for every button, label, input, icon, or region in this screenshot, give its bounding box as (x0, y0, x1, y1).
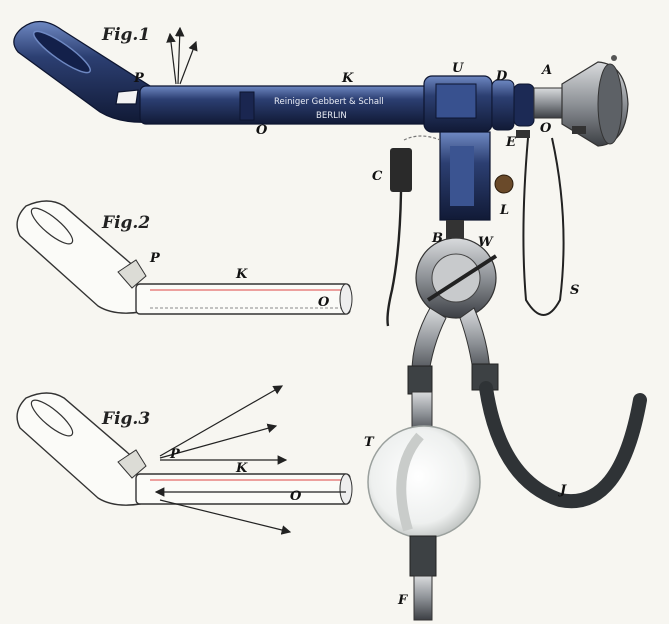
fig3-label-p: P (169, 447, 181, 462)
knob-l (494, 174, 514, 194)
fig1-label-s: S (570, 283, 579, 298)
fig3-prism (117, 449, 147, 479)
maker-city: BERLIN (316, 111, 347, 121)
fig1-label-o2: O (540, 121, 552, 136)
ring-d2 (513, 83, 535, 127)
bulb-t (367, 425, 481, 539)
fig1-label-k: K (341, 71, 354, 86)
cord-s (522, 137, 565, 316)
fig1-label-p: P (133, 71, 145, 86)
fig1-label-l: L (499, 203, 509, 218)
fig1-label-w: W (478, 235, 494, 250)
fig1-label-d: D (495, 69, 508, 84)
fig3-title: Fig.3 (101, 409, 150, 429)
maker-name: Reiniger Gebbert & Schall (274, 97, 384, 107)
shaft-ring (239, 91, 255, 121)
fig2-beak-section (16, 200, 353, 315)
fig1-cystoscope: Reiniger Gebbert & Schall BERLIN (13, 20, 647, 621)
fig2-label-o: O (318, 295, 330, 310)
clamp-c (390, 148, 412, 192)
fig1-label-f: F (397, 593, 408, 608)
fig1-label-t: T (364, 435, 375, 450)
hose-j (479, 381, 647, 509)
fig1-label-o: O (256, 123, 268, 138)
fig1-label-j: J (557, 483, 567, 498)
fig3-label-o: O (290, 489, 302, 504)
fig1-label-c: C (372, 169, 383, 184)
collar-a (533, 87, 565, 119)
ring-d (491, 79, 515, 131)
fig2-label-k: K (235, 267, 248, 282)
fig2-title: Fig.2 (101, 213, 150, 233)
fig1-label-e: E (505, 135, 517, 150)
fig1-label-u: U (452, 61, 464, 76)
prism-window (115, 89, 139, 105)
beak-window (33, 30, 91, 74)
fig3-label-k: K (235, 461, 248, 476)
fig1-label-b: B (431, 231, 443, 246)
fig2-label-p: P (149, 251, 161, 266)
fig1-label-a: A (540, 63, 552, 78)
fig2-prism (117, 259, 147, 289)
fig1-title: Fig.1 (101, 25, 150, 45)
fig3-beak-section (16, 385, 353, 535)
